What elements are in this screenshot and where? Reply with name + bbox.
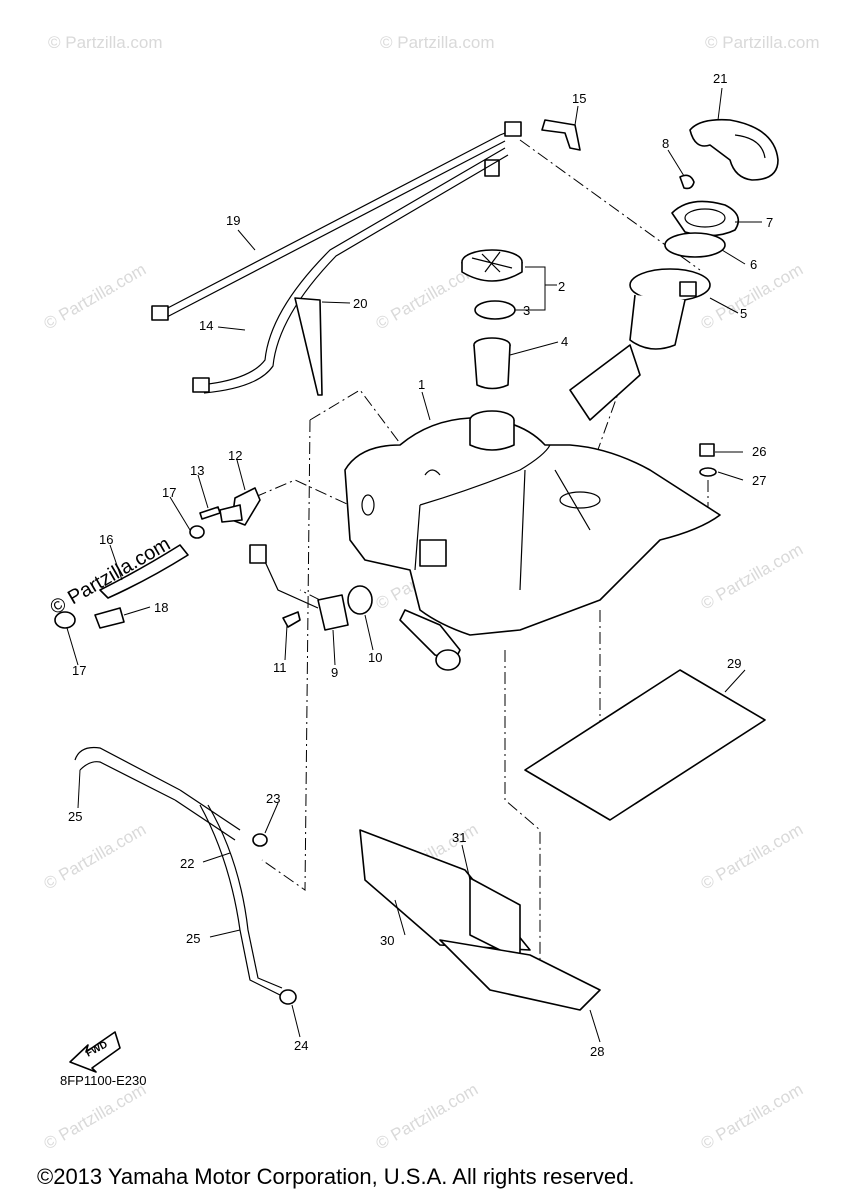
part-2-fuel-cap [461,249,523,282]
callout-25: 25 [186,931,200,946]
part-18-clamp [94,607,125,629]
part-26-bolt [699,443,715,457]
callout-24: 24 [294,1038,308,1053]
part-15-bracket [541,119,581,151]
callout-19: 19 [226,213,240,228]
watermark: © Partzilla.com [705,33,820,52]
part-4-strainer [473,337,511,390]
part-22-hose [174,789,283,996]
callout-31: 31 [452,830,466,845]
callout-7: 7 [766,215,773,230]
watermark: © Partzilla.com [380,33,495,52]
watermark: © Partzilla.com [698,540,807,614]
fwd-arrow-icon: FWD [69,1031,121,1073]
callout-17: 17 [162,485,176,500]
callouts: 1 2 3 4 5 6 7 8 9 10 11 12 13 14 15 16 1… [68,71,773,1059]
part-27-washer [699,467,717,477]
part-6-gasket [664,232,726,258]
part-9-sender [249,544,461,671]
part-17-clip [54,611,76,629]
part-13-screw [199,506,221,520]
part-19-hose [151,121,522,321]
part-16-hose [99,544,189,599]
callout-26: 26 [752,444,766,459]
part-20-strap [294,297,323,396]
callout-28: 28 [590,1044,604,1059]
watermark: © Partzilla.com [373,1080,482,1154]
copyright-notice: ©2013 Yamaha Motor Corporation, U.S.A. A… [37,1164,635,1189]
callout-3: 3 [523,303,530,318]
watermark: © Partzilla.com [41,1080,150,1154]
callout-2: 2 [558,279,565,294]
callout-13: 13 [190,463,204,478]
part-11-screw [282,611,301,628]
callout-29: 29 [727,656,741,671]
part-7-plate [671,200,740,237]
callout-8: 8 [662,136,669,151]
part-21-clamp [689,118,779,181]
part-23-clip [252,833,268,847]
watermark: © Partzilla.com [41,260,150,334]
part-29-shield [524,669,766,821]
callout-4: 4 [561,334,568,349]
assembly-lines [254,139,709,960]
callout-17: 17 [72,663,86,678]
callout-15: 15 [572,91,586,106]
part-10-gasket [347,585,373,615]
part-3-gasket [474,300,516,320]
callout-5: 5 [740,306,747,321]
part-1-fuel-tank [344,410,721,636]
callout-23: 23 [266,791,280,806]
callout-21: 21 [713,71,727,86]
part-28-shield [439,939,601,1011]
part-25-protector [74,746,181,801]
watermark: © Partzilla.com [698,820,807,894]
callout-16: 16 [99,532,113,547]
callout-9: 9 [331,665,338,680]
watermark: © Partzilla.com [41,820,150,894]
callout-27: 27 [752,473,766,488]
callout-22: 22 [180,856,194,871]
part-8-nut [679,174,695,190]
watermark: © Partzilla.com [48,33,163,52]
part-24-clip [279,989,297,1005]
part-12-fuel-cock [219,487,261,526]
callout-10: 10 [368,650,382,665]
callout-6: 6 [750,257,757,272]
watermark: © Partzilla.com [698,1080,807,1154]
callout-1: 1 [418,377,425,392]
callout-18: 18 [154,600,168,615]
callout-12: 12 [228,448,242,463]
callout-11: 11 [273,660,287,675]
part-5-fuel-pump [569,268,711,421]
callout-25: 25 [68,809,82,824]
callout-20: 20 [353,296,367,311]
part-14-breather-hose [192,147,509,394]
leader-lines [66,87,762,1043]
part-17-clip [189,525,205,539]
callout-14: 14 [199,318,213,333]
diagram-code: 8FP1100-E230 [60,1073,147,1088]
callout-30: 30 [380,933,394,948]
